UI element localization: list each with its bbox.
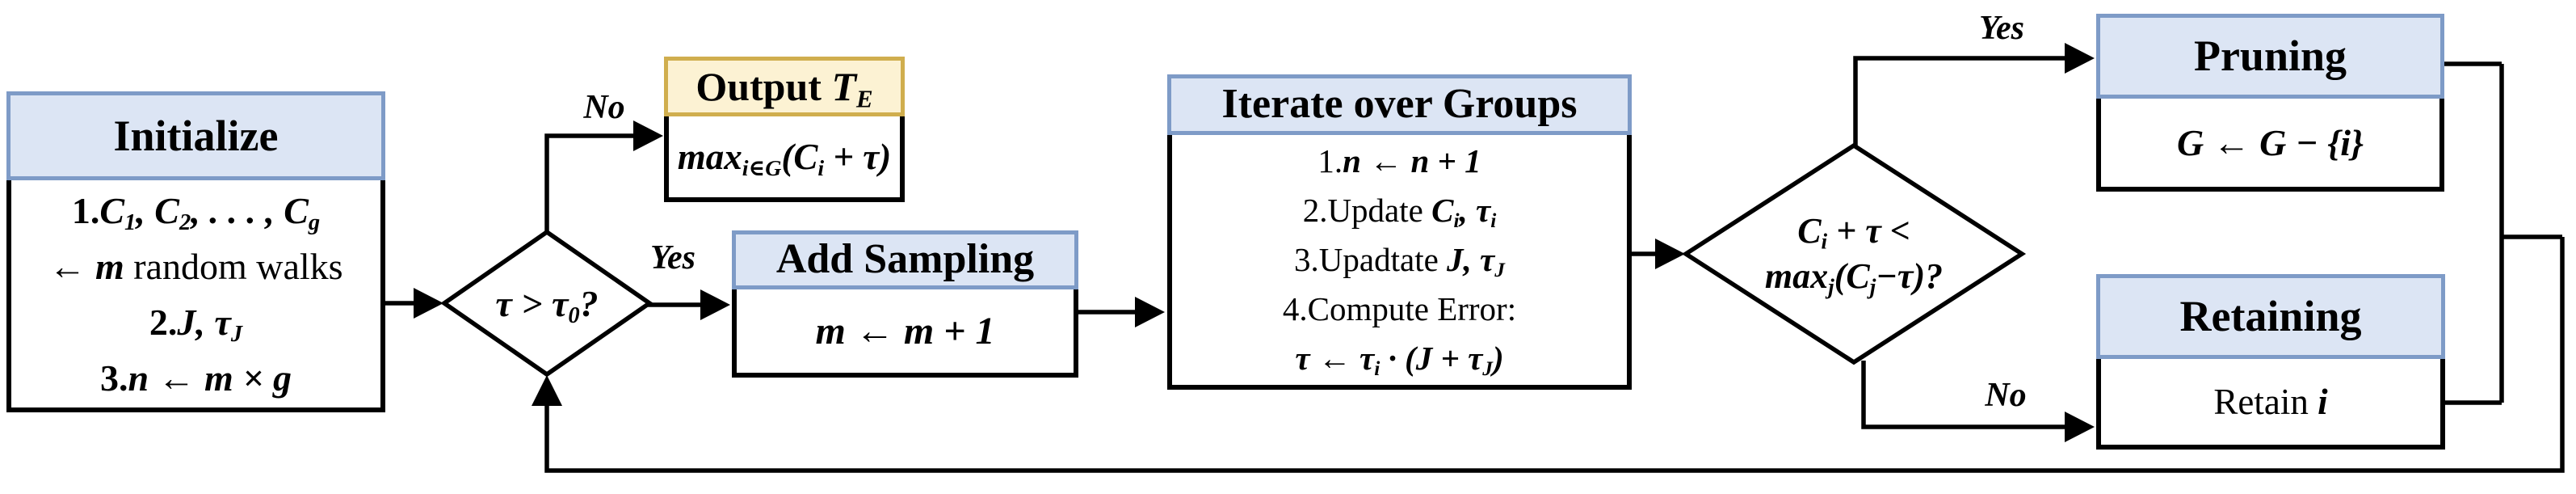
iterate-line-2: 2.Update Ci, τi	[1302, 192, 1497, 233]
iterate-line-4: 4.Compute Error:	[1282, 290, 1517, 327]
output-header: Output TE	[664, 57, 905, 116]
arrowhead-into-iterate	[1135, 297, 1165, 327]
node-pruning: Pruning G ← G − {i}	[2096, 14, 2444, 192]
node-output: Output TE maxi∈G(Ci + τ)	[664, 57, 905, 202]
pruning-title: Pruning	[2193, 32, 2347, 81]
decision1-text: τ > τ0?	[495, 282, 599, 328]
decision2-text-line1: Ci + τ <	[1797, 211, 1910, 254]
node-retaining: Retaining Retain i	[2096, 274, 2445, 450]
arrowhead-feedback-into-decision1	[532, 375, 562, 406]
retaining-header: Retaining	[2096, 274, 2445, 359]
node-iterate: Iterate over Groups 1.n ← n + 1 2.Update…	[1167, 74, 1632, 390]
edge-label-no-retaining: No	[1985, 377, 2027, 414]
initialize-line-2: ← m random walks	[48, 245, 343, 287]
initialize-title: Initialize	[113, 111, 279, 160]
node-initialize: Initialize 1.C1, C2, . . . , Cg ← m rand…	[6, 91, 385, 412]
initialize-line-3: 2.J, τJ	[149, 301, 243, 347]
add-sampling-title: Add Sampling	[775, 236, 1035, 283]
iterate-line-1: 1.n ← n + 1	[1317, 142, 1481, 179]
retaining-formula: Retain i	[2213, 382, 2328, 422]
edge-label-no-output: No	[583, 89, 625, 126]
pruning-header: Pruning	[2096, 14, 2444, 99]
edge-decision2-yes	[1853, 56, 2065, 147]
output-formula: maxi∈G(Ci + τ)	[677, 137, 892, 181]
arrowhead-into-output	[633, 120, 663, 151]
arrowhead-into-addsampling	[700, 289, 730, 320]
iterate-body: 1.n ← n + 1 2.Update Ci, τi 3.Upadtate J…	[1167, 135, 1632, 390]
edge-label-yes-pruning: Yes	[1979, 10, 2024, 47]
output-body: maxi∈G(Ci + τ)	[664, 116, 905, 202]
decision2-diamond	[1681, 142, 2027, 365]
initialize-line-4: 3.n ← m × g	[99, 357, 292, 399]
pruning-body: G ← G − {i}	[2096, 99, 2444, 192]
initialize-line-1: 1.C1, C2, . . . , Cg	[71, 189, 321, 235]
arrowhead-into-retaining	[2065, 412, 2095, 442]
add-sampling-formula: m ← m + 1	[815, 310, 995, 353]
edge-feedback-loop	[544, 237, 2565, 473]
edge-decision2-no	[1861, 361, 2065, 429]
iterate-line-3: 3.Upadtate J, τJ	[1294, 241, 1505, 282]
initialize-body: 1.C1, C2, . . . , Cg ← m random walks 2.…	[6, 180, 385, 412]
iterate-title: Iterate over Groups	[1221, 81, 1578, 128]
output-title: Output TE	[695, 63, 873, 113]
arrowhead-into-decision1	[414, 288, 443, 319]
arrowhead-into-pruning	[2065, 43, 2095, 74]
iterate-header: Iterate over Groups	[1167, 74, 1632, 135]
add-sampling-header: Add Sampling	[732, 230, 1078, 289]
decision1-diamond	[440, 229, 653, 378]
decision2-label: Ci + τ < maxj(Cj−τ)?	[1686, 146, 2022, 362]
node-add-sampling: Add Sampling m ← m + 1	[732, 230, 1078, 378]
retaining-body: Retain i	[2096, 359, 2445, 450]
edge-label-yes-addsampling: Yes	[650, 239, 695, 277]
add-sampling-body: m ← m + 1	[732, 289, 1078, 378]
arrowhead-into-decision2	[1655, 239, 1685, 269]
retaining-title: Retaining	[2179, 292, 2362, 341]
edge-decision1-no	[544, 133, 635, 234]
iterate-line-5: τ ← τi · (J + τJ)	[1295, 340, 1504, 381]
initialize-header: Initialize	[6, 91, 385, 180]
decision2-text-line2: maxj(Cj−τ)?	[1764, 256, 1944, 299]
pruning-formula: G ← G − {i}	[2176, 122, 2364, 163]
decision1-label: τ > τ0?	[444, 232, 649, 374]
